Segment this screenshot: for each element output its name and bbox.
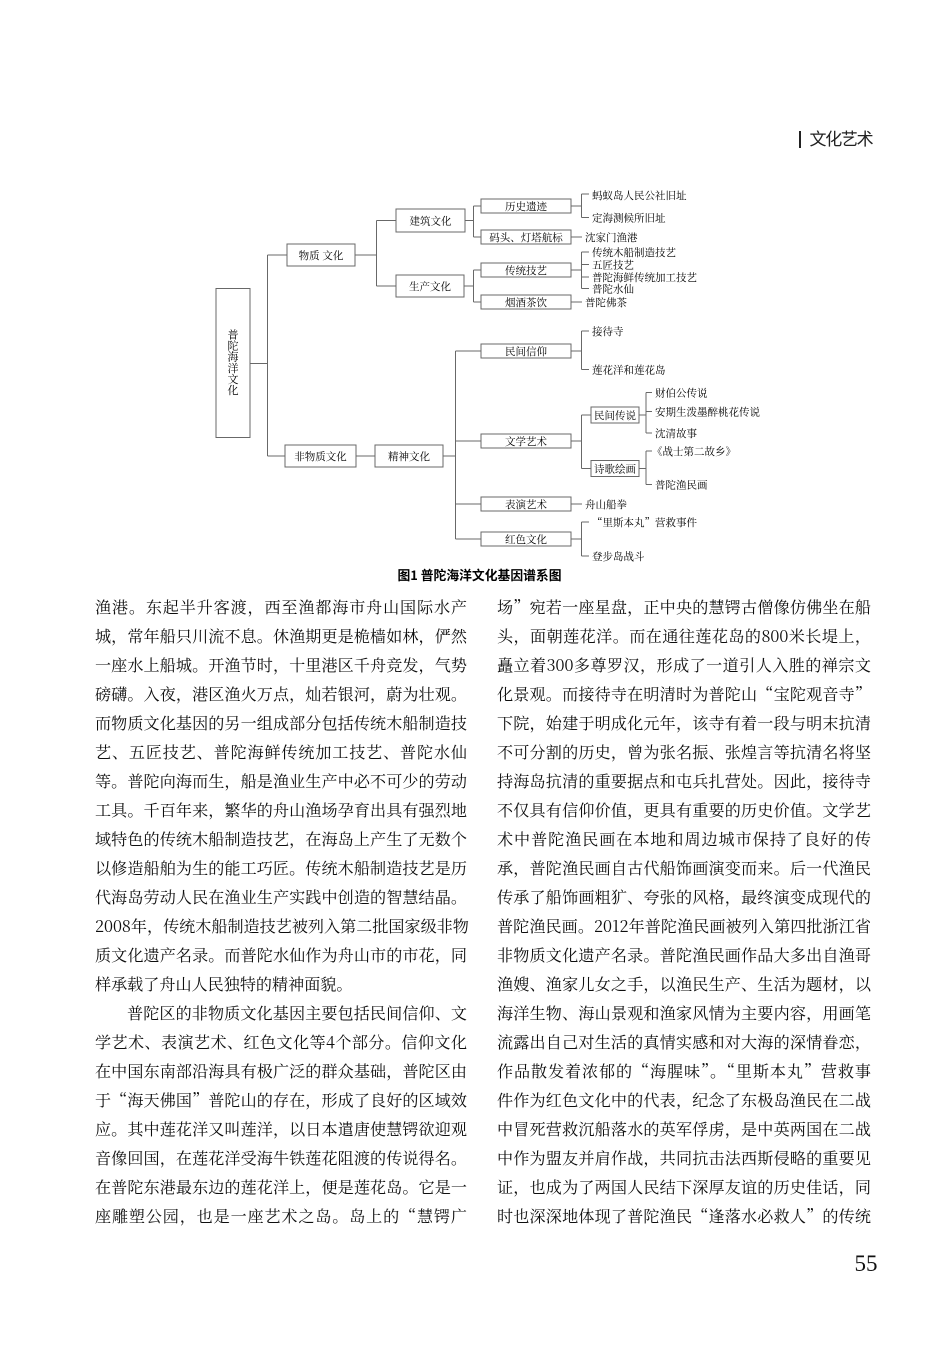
svg-text:沈清故事: 沈清故事	[655, 426, 697, 441]
svg-text:化: 化	[228, 382, 239, 398]
svg-text:表演艺术: 表演艺术	[505, 497, 547, 512]
svg-text:五匠技艺: 五匠技艺	[592, 258, 634, 273]
svg-text:普: 普	[228, 327, 239, 343]
svg-text:定海测候所旧址: 定海测候所旧址	[592, 211, 666, 226]
svg-text:海: 海	[228, 349, 239, 365]
svg-text:“里斯本丸”营救事件: “里斯本丸”营救事件	[592, 515, 697, 530]
svg-text:精神文化: 精神文化	[388, 449, 430, 464]
svg-text:传统技艺: 传统技艺	[505, 263, 547, 278]
svg-text:红色文化: 红色文化	[505, 532, 547, 547]
svg-text:洋: 洋	[228, 360, 239, 376]
svg-text:莲花洋和莲花岛: 莲花洋和莲花岛	[592, 363, 666, 378]
svg-text:文学艺术: 文学艺术	[505, 434, 547, 449]
svg-text:蚂蚁岛人民公社旧址: 蚂蚁岛人民公社旧址	[592, 188, 687, 203]
svg-text:普陀渔民画: 普陀渔民画	[655, 478, 708, 493]
svg-text:民间传说: 民间传说	[594, 408, 636, 423]
svg-text:《战士第二故乡》: 《战士第二故乡》	[652, 444, 736, 459]
svg-text:物质 文化: 物质 文化	[299, 248, 344, 263]
svg-text:普陀佛茶: 普陀佛茶	[585, 295, 627, 310]
svg-text:财伯公传说: 财伯公传说	[655, 386, 708, 401]
svg-text:沈家门渔港: 沈家门渔港	[585, 230, 638, 245]
svg-text:烟酒茶饮: 烟酒茶饮	[505, 295, 547, 310]
svg-text:历史遗迹: 历史遗迹	[505, 199, 547, 214]
svg-text:生产文化: 生产文化	[409, 279, 451, 294]
svg-text:建筑文化: 建筑文化	[410, 214, 452, 229]
svg-text:陀: 陀	[228, 338, 239, 354]
svg-text:普陀水仙: 普陀水仙	[592, 282, 634, 297]
svg-text:舟山船拳: 舟山船拳	[585, 497, 627, 512]
svg-text:诗歌绘画: 诗歌绘画	[594, 462, 636, 477]
svg-text:传统木船制造技艺: 传统木船制造技艺	[592, 245, 676, 260]
svg-text:民间信仰: 民间信仰	[505, 344, 547, 359]
svg-text:普陀海鲜传统加工技艺: 普陀海鲜传统加工技艺	[592, 270, 697, 285]
svg-text:非物质文化: 非物质文化	[294, 449, 347, 464]
svg-text:文: 文	[228, 371, 239, 387]
svg-text:登步岛战斗: 登步岛战斗	[592, 549, 645, 564]
svg-text:码头、灯塔航标: 码头、灯塔航标	[489, 230, 563, 245]
svg-text:接待寺: 接待寺	[592, 324, 624, 339]
svg-text:安期生泼墨醉桃花传说: 安期生泼墨醉桃花传说	[655, 405, 760, 420]
